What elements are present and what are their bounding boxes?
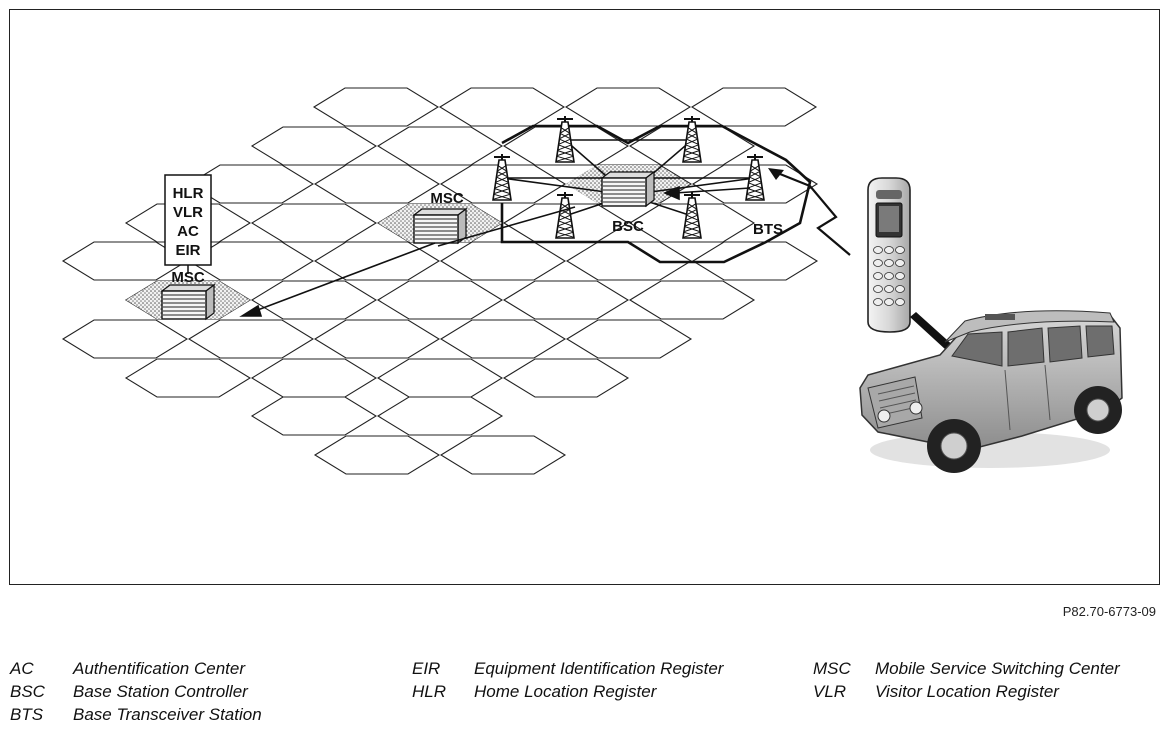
arrowhead-icon — [662, 185, 680, 201]
msc-home-label: MSC — [171, 269, 205, 286]
abbreviation-legend: AC Authentification Center BSC Base Stat… — [10, 659, 1160, 731]
bts-towers — [492, 116, 765, 239]
cell-hex — [187, 319, 315, 359]
legend-text: Base Station Controller — [73, 682, 248, 701]
msc-visited-switch-icon — [412, 207, 468, 245]
mobile-phone-icon — [867, 177, 911, 333]
radio-tower-icon — [745, 154, 765, 201]
cell-hex — [313, 319, 441, 359]
cell-hex — [313, 241, 441, 281]
legend-abbr: BTS — [10, 705, 44, 724]
gsm-network-diagram: HLR VLR AC EIR MSC MSC BSC BTS — [61, 87, 1123, 475]
cell-hex — [439, 435, 567, 475]
cell-hex — [313, 435, 441, 475]
cell-hex — [564, 87, 692, 127]
radio-tower-icon — [555, 116, 575, 163]
cell-hex — [250, 396, 378, 436]
cell-hex-grid — [61, 87, 819, 475]
cell-hex — [565, 319, 693, 359]
cell-hex — [438, 87, 566, 127]
legend-abbr: BSC — [10, 682, 45, 701]
legend-abbr: AC — [10, 659, 34, 678]
cell-hex — [628, 280, 756, 320]
msc-home-switch-icon — [160, 283, 216, 321]
cell-hex — [502, 280, 630, 320]
cell-hex — [439, 319, 567, 359]
legend-text: Authentification Center — [73, 659, 245, 678]
bold-area-border — [500, 124, 812, 264]
register-vlr: VLR — [173, 204, 203, 221]
legend-text: Base Transceiver Station — [73, 705, 262, 724]
cell-hex — [187, 241, 315, 281]
radio-tower-icon — [682, 192, 702, 239]
cell-hex — [250, 203, 378, 243]
register-ac: AC — [177, 223, 199, 240]
register-box: HLR VLR AC EIR — [164, 174, 212, 274]
cell-hex — [250, 126, 378, 166]
msc-to-msc-link — [254, 242, 436, 312]
register-hlr: HLR — [173, 185, 204, 202]
cell-hex — [313, 164, 441, 204]
bts-label: BTS — [753, 221, 783, 238]
cell-hex — [312, 87, 440, 127]
legend-abbr: HLR — [412, 682, 447, 701]
msc-visited-label: MSC — [430, 190, 464, 207]
register-eir: EIR — [175, 242, 200, 259]
bts-to-bsc-link — [674, 187, 751, 194]
arrowhead-icon — [239, 304, 263, 317]
radio-tower-icon — [555, 192, 575, 239]
cell-hex — [124, 358, 252, 398]
legend-text: Equipment Identification Register — [474, 659, 724, 678]
cell-hex — [691, 241, 819, 281]
network-diagram-frame: HLR VLR AC EIR MSC MSC BSC BTS — [9, 9, 1160, 585]
legend-text: Visitor Location Register — [875, 682, 1059, 701]
legend-text: Home Location Register — [474, 682, 657, 701]
radio-link-zigzag — [779, 172, 851, 256]
switching-equipment — [160, 170, 656, 321]
radio-tower-icon — [492, 154, 512, 201]
legend-abbr: VLR — [813, 682, 847, 701]
bsc-to-msc-link — [437, 206, 576, 247]
radio-arrowhead-icon — [768, 168, 784, 180]
bsc-switch-icon — [600, 170, 656, 208]
cell-hex — [439, 241, 567, 281]
legend-abbr: EIR — [412, 659, 441, 678]
cell-hex — [250, 280, 378, 320]
cell-hex — [376, 358, 504, 398]
cell-hex — [376, 396, 504, 436]
vehicle-image — [859, 310, 1123, 473]
cell-hex — [250, 358, 378, 398]
cell-hex — [376, 126, 504, 166]
cell-hex — [502, 358, 630, 398]
connection-arrows — [239, 185, 751, 317]
cell-hex — [187, 164, 315, 204]
legend-abbr: MSC — [813, 659, 851, 678]
cell-hex — [61, 319, 189, 359]
bsc-area-outline — [500, 124, 812, 264]
cell-hex — [376, 280, 504, 320]
cell-hex — [690, 87, 818, 127]
legend-text: Mobile Service Switching Center — [875, 659, 1120, 678]
figure-reference-id: P82.70-6773-09 — [1062, 604, 1156, 619]
radio-tower-icon — [682, 116, 702, 163]
bsc-label: BSC — [612, 218, 644, 235]
